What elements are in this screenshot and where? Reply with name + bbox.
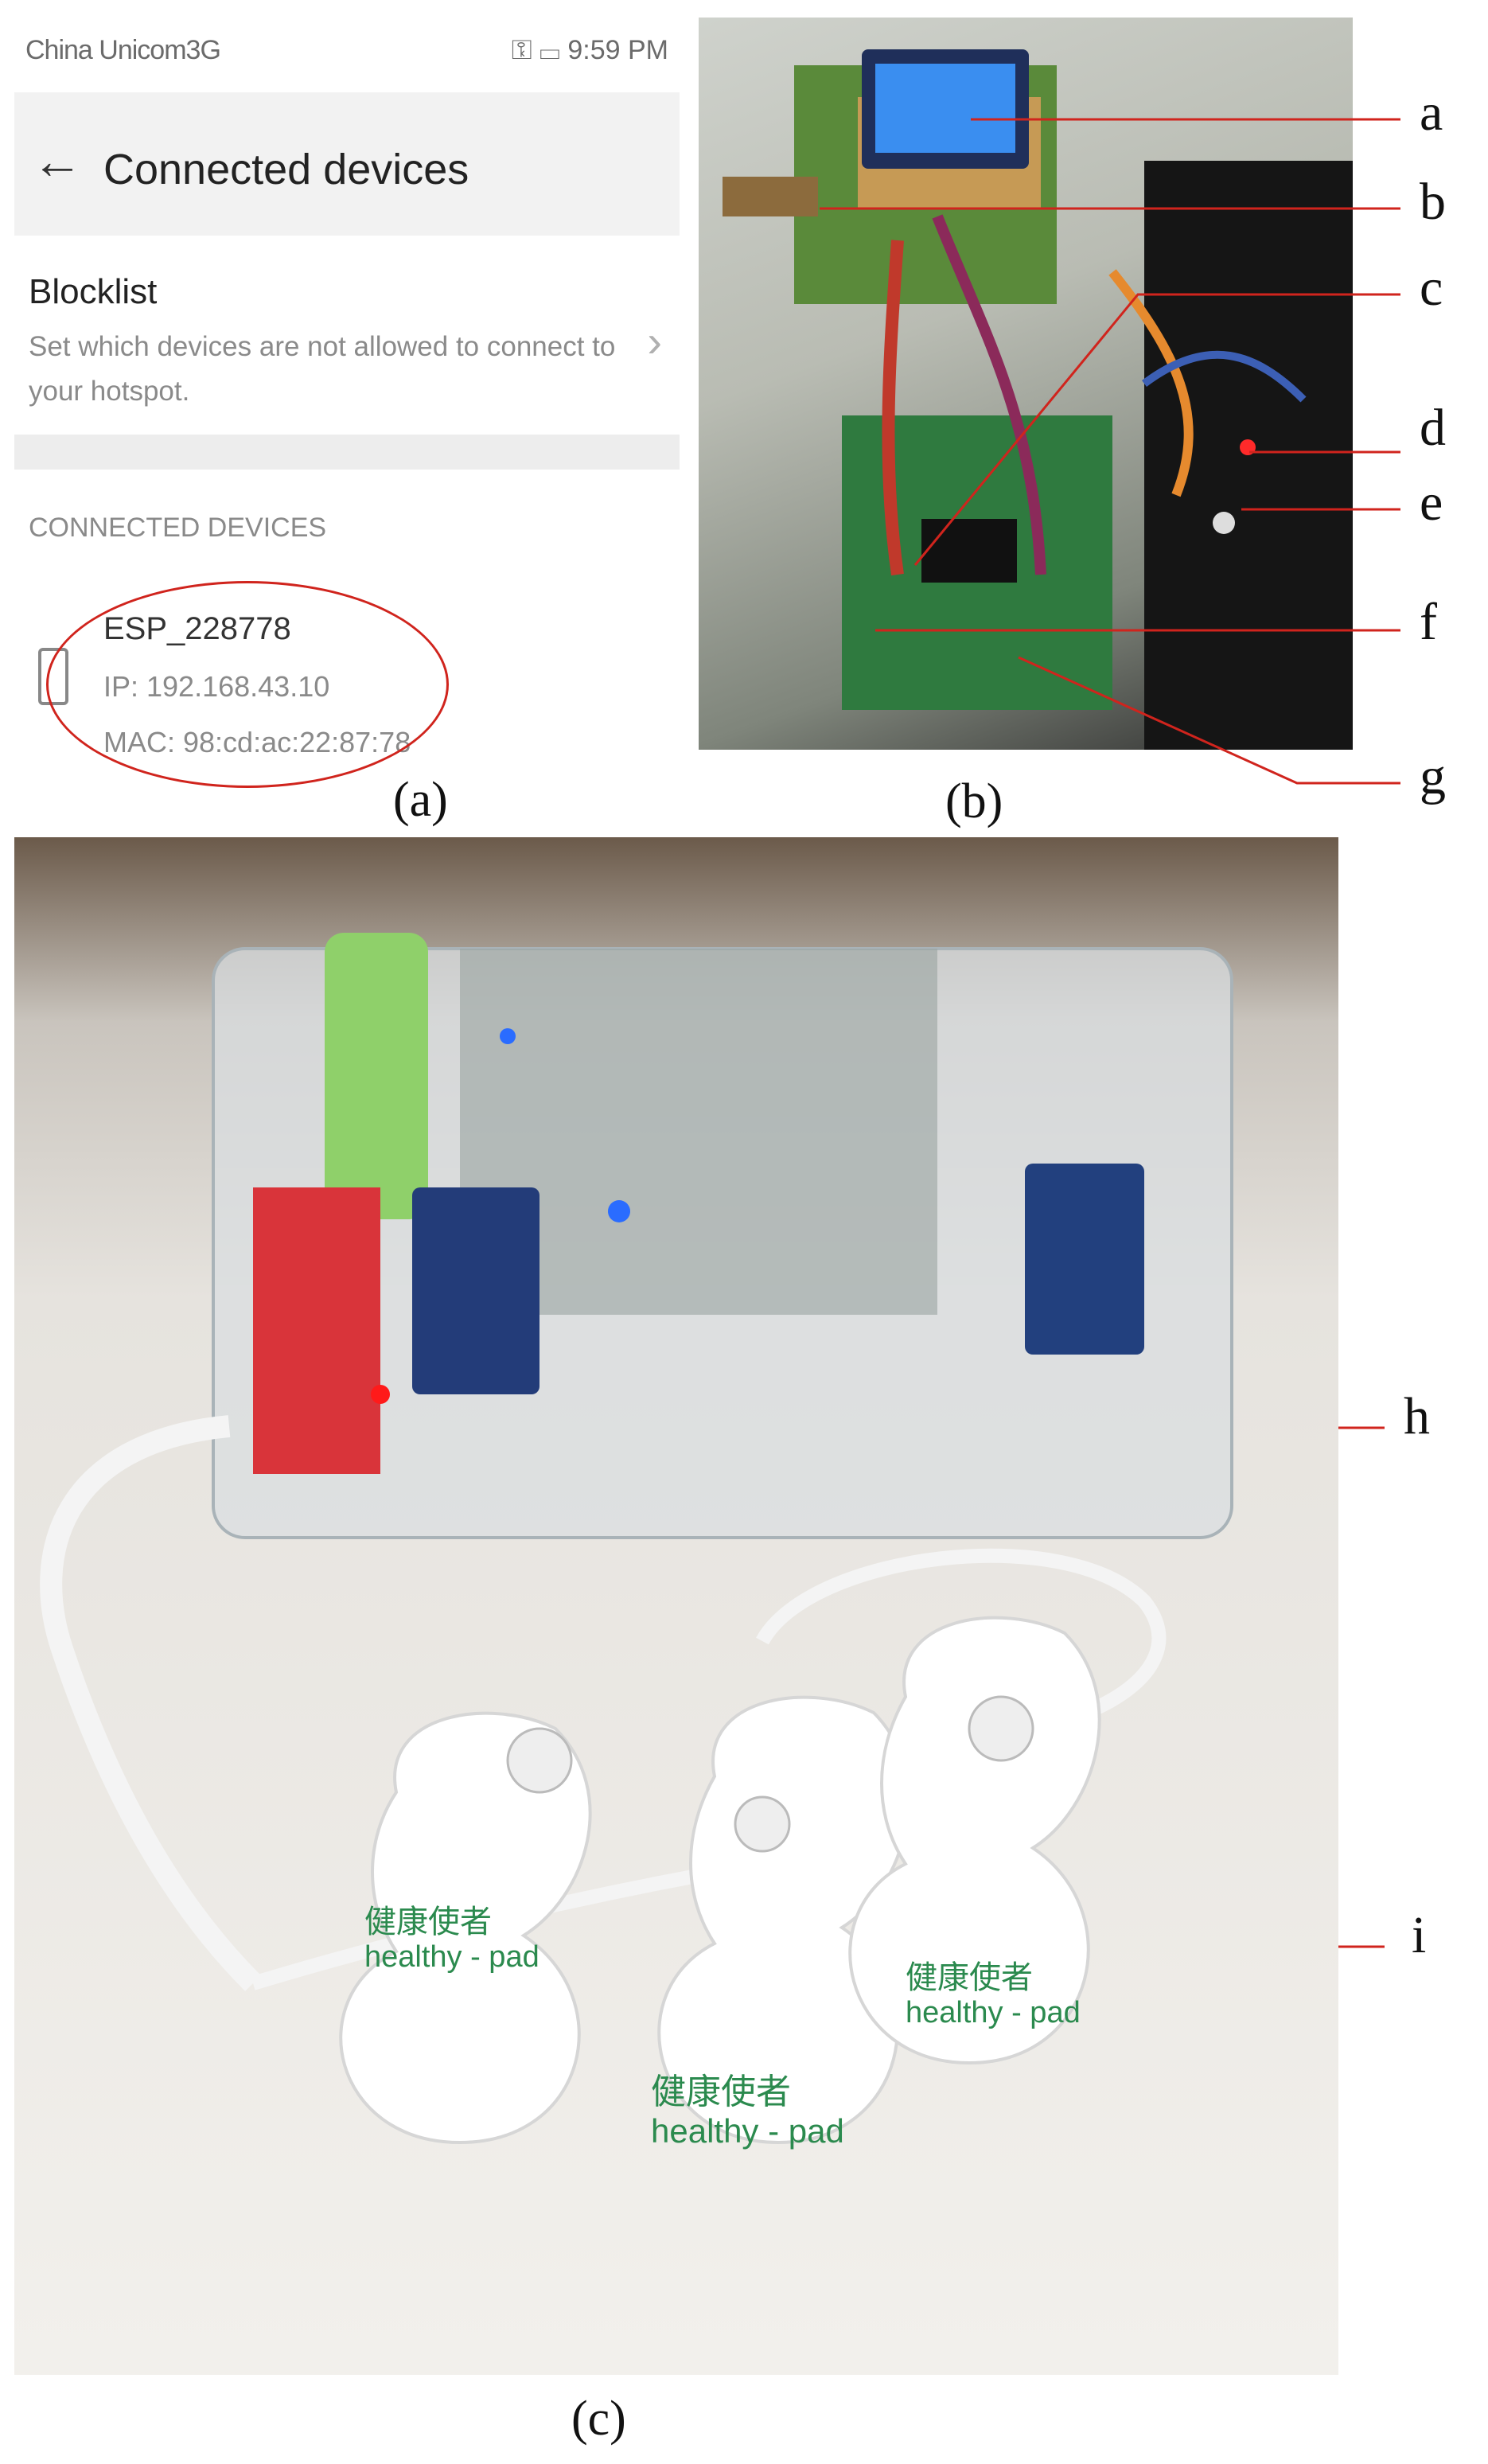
phone-screenshot: China Unicom3G ⚿ ▭ 9:59 PM ← Connected d…: [14, 13, 680, 788]
label-f: f: [1420, 593, 1437, 651]
leader-line-g: [1018, 656, 1400, 785]
label-b: b: [1420, 173, 1446, 231]
carrier-text: China Unicom3G: [25, 35, 221, 65]
pad-en-text-1: healthy - pad: [364, 1940, 539, 1974]
pad-cn-text-1: 健康使者: [364, 1904, 492, 1940]
section-header: CONNECTED DEVICES: [29, 513, 327, 543]
pad-en-text-2: healthy - pad: [651, 2112, 844, 2150]
label-d: d: [1420, 399, 1446, 457]
back-arrow-icon[interactable]: ←: [32, 132, 83, 189]
leader-line-c: [913, 293, 1400, 566]
chevron-right-icon: ›: [647, 316, 662, 366]
circuit-photo: [699, 18, 1353, 750]
caption-a: (a): [393, 773, 448, 827]
status-right: ⚿ ▭ 9:59 PM: [512, 35, 668, 66]
highlight-ellipse: [46, 581, 449, 788]
page-title: Connected devices: [103, 146, 469, 193]
pad-en-text-3: healthy - pad: [906, 1996, 1081, 2029]
app-bar: ← Connected devices: [14, 92, 680, 236]
status-bar: China Unicom3G ⚿ ▭ 9:59 PM: [14, 13, 680, 92]
label-c: c: [1420, 259, 1443, 317]
label-a: a: [1420, 84, 1443, 142]
label-g: g: [1420, 747, 1446, 805]
device-illustration: [40, 933, 1233, 2145]
pad-cn-text-3: 健康使者: [906, 1959, 1033, 1996]
circuit-illustration: [723, 49, 1353, 750]
clock-text: 9:59 PM: [567, 35, 668, 65]
label-h: h: [1404, 1387, 1430, 1445]
blocklist-heading: Blocklist: [29, 272, 158, 311]
device-photo: 健康使者 healthy - pad 健康使者 healthy - pad 健康…: [14, 837, 1338, 2375]
blocklist-description: Set which devices are not allowed to con…: [29, 331, 616, 407]
caption-b: (b): [945, 774, 1003, 828]
label-e: e: [1420, 474, 1443, 532]
key-icon: ⚿: [511, 35, 532, 65]
pad-cn-text-2: 健康使者: [651, 2072, 791, 2112]
label-i: i: [1412, 1906, 1427, 1964]
caption-c: (c): [571, 2392, 626, 2446]
battery-icon: ▭: [539, 35, 560, 65]
section-divider: [14, 435, 680, 470]
blocklist-item[interactable]: Blocklist Set which devices are not allo…: [14, 236, 680, 435]
